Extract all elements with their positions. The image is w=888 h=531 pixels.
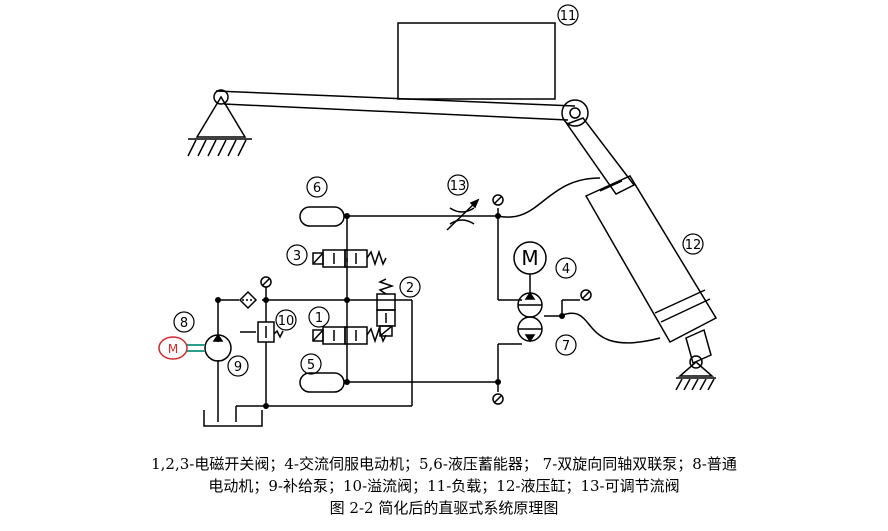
- lever-arm: [213, 89, 576, 121]
- hydraulic-cylinder: [565, 117, 718, 369]
- accumulator-6: [299, 206, 345, 227]
- label-13: 13: [450, 179, 467, 194]
- solenoid-valve-2: [376, 278, 396, 337]
- label-7: 7: [562, 339, 570, 354]
- tank: [203, 410, 263, 427]
- label-12: 12: [685, 238, 702, 253]
- fixed-support-left: [187, 95, 252, 157]
- cylinder-upper-joint: [561, 99, 589, 127]
- label-2: 2: [406, 281, 414, 296]
- motor-8: [158, 336, 188, 360]
- label-9: 9: [234, 360, 242, 375]
- hydraulic-lines: [217, 177, 661, 422]
- supply-pump-9: [186, 333, 232, 362]
- motor-8-symbol: M: [168, 342, 178, 356]
- legend-line-2: 电动机；9-补给泵；10-溢流阀；11-负载；12-液压缸；13-可调节流阀: [208, 477, 680, 495]
- load-box: [397, 22, 556, 100]
- label-11: 11: [560, 9, 577, 24]
- relief-valve-10: [257, 321, 284, 343]
- figure-caption: 图 2-2 简化后的直驱式系统原理图: [329, 499, 559, 517]
- solenoid-valve-1: [312, 326, 387, 345]
- label-6: 6: [313, 181, 321, 196]
- label-10: 10: [278, 314, 295, 329]
- junction-dots: [215, 213, 565, 409]
- dual-pump-7: [517, 291, 543, 343]
- solenoid-valve-3: [312, 249, 387, 268]
- legend-line-1: 1,2,3-电磁开关阀；4-交流伺服电动机；5,6-液压蓄能器； 7-双旋向同轴…: [151, 455, 737, 473]
- label-8: 8: [180, 316, 188, 331]
- fixed-support-right: [675, 361, 716, 391]
- filter: [238, 290, 258, 310]
- label-3: 3: [293, 249, 301, 264]
- accumulator-5: [299, 372, 345, 393]
- label-4: 4: [562, 262, 570, 277]
- label-5: 5: [307, 358, 315, 373]
- servo-motor-symbol: M: [521, 246, 538, 270]
- servo-motor-4: [513, 241, 547, 294]
- label-1: 1: [315, 311, 323, 326]
- throttle-valve-13: [446, 198, 480, 231]
- schematic-diagram: 11 13 6 3 4 2 8 10 1 5 9 7 12 M M: [158, 4, 718, 427]
